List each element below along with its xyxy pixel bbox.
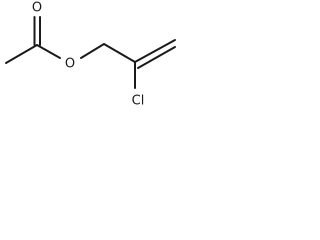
bond-methylene-vinyl-carbon (103, 43, 136, 63)
bond-methyl-carbonyl (5, 44, 38, 64)
bond-vinyl-double-b (137, 46, 176, 69)
chlorine-label: Cl (132, 94, 145, 109)
ester-oxygen-label: O (65, 57, 75, 72)
bond-ester-oxygen-methylene (80, 43, 105, 59)
carbonyl-oxygen-label: O (32, 1, 42, 16)
bond-carbonyl-ester-oxygen (36, 44, 61, 59)
bond-vinyl-double-a (134, 39, 176, 63)
chemical-structure: O O Cl (5, 1, 176, 109)
